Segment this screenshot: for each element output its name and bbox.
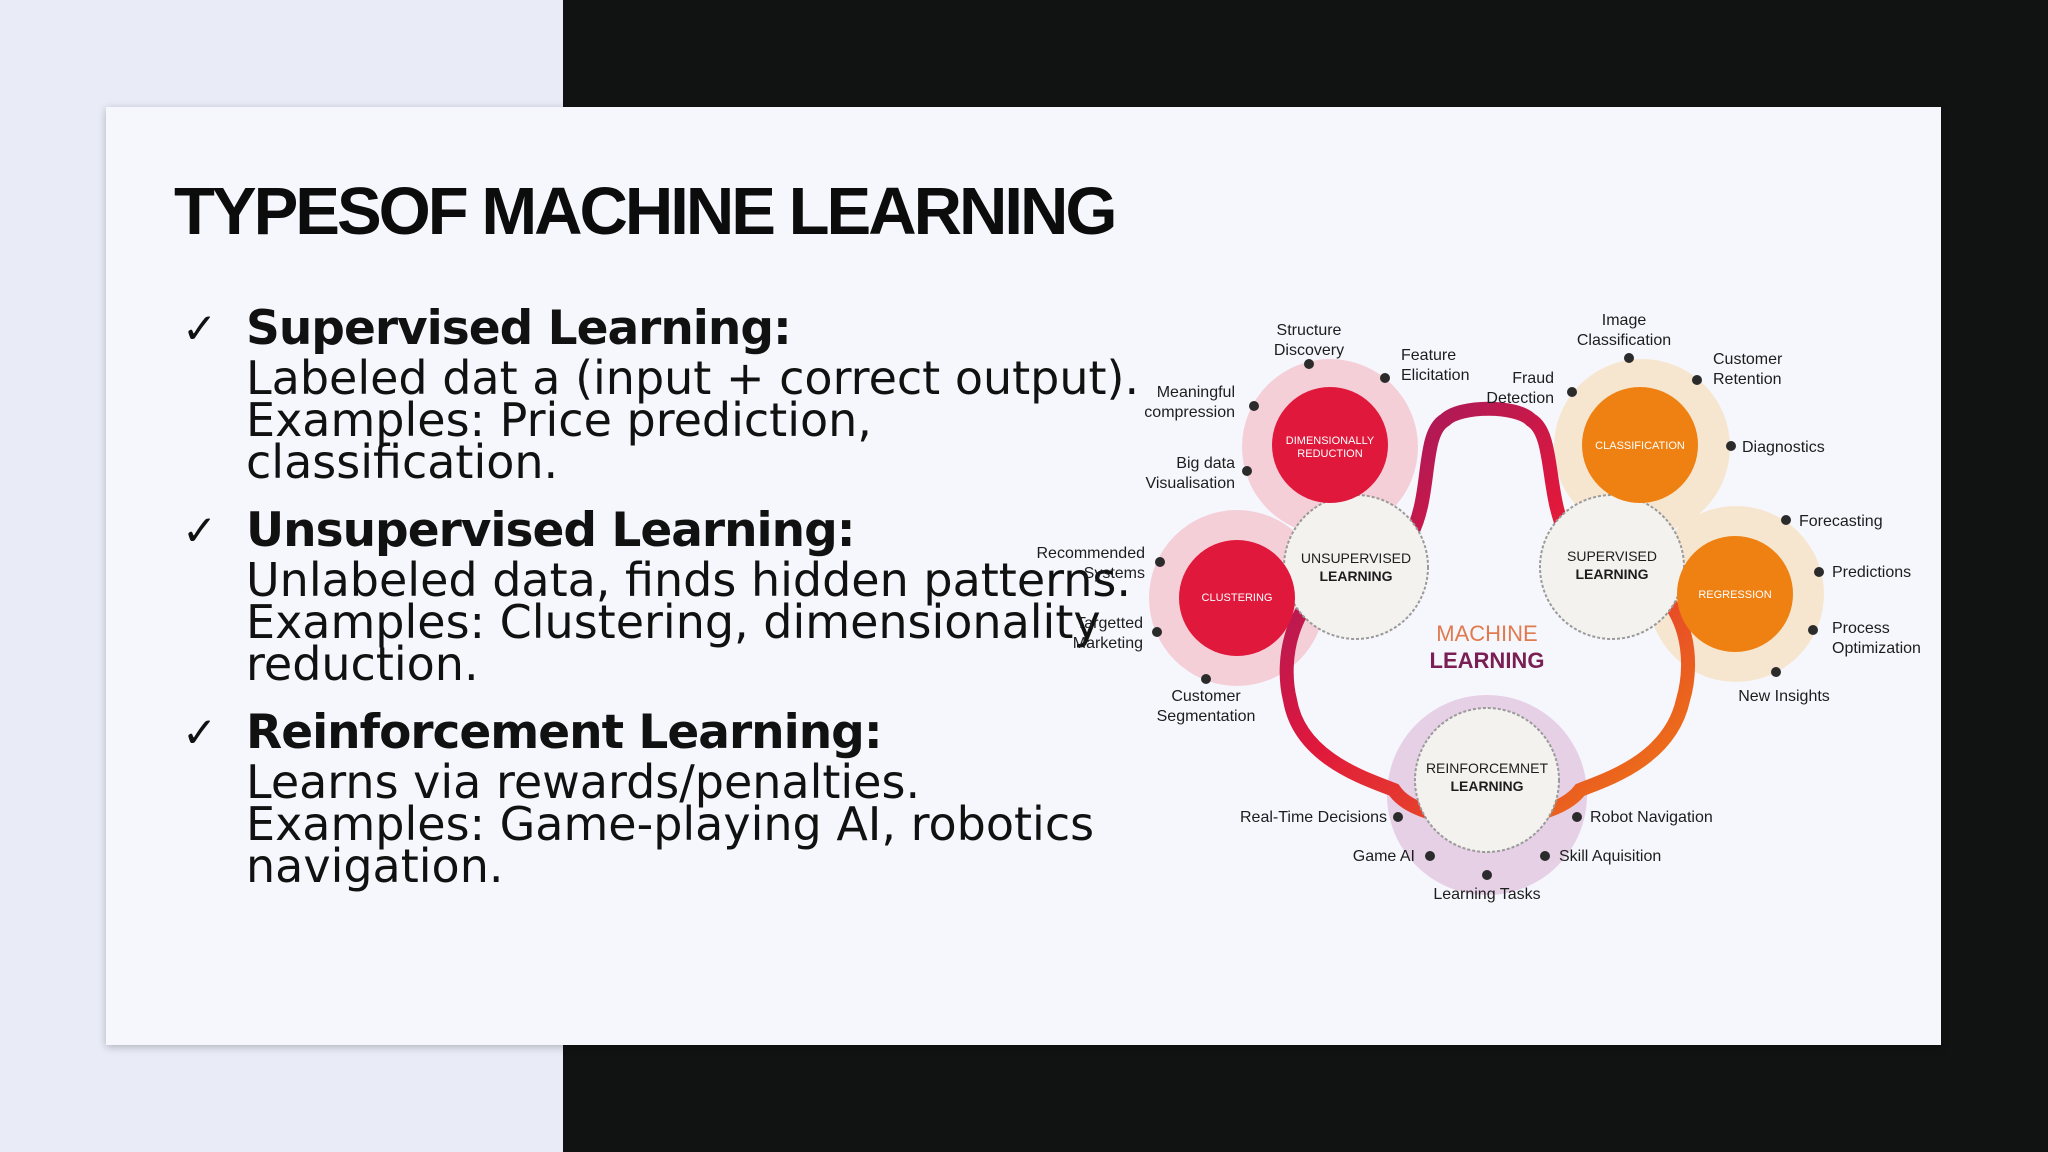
hub-label: LEARNING xyxy=(1575,566,1648,582)
bullet-list: ✓ Supervised Learning: Labeled dat a (in… xyxy=(182,301,1182,907)
node-label: DIMENSIONALLY xyxy=(1286,435,1375,447)
bullet-text: Unlabeled data, finds hidden patterns. E… xyxy=(246,553,1131,691)
node-label: REGRESSION xyxy=(1698,589,1771,601)
label-real-time-decisions: Real-Time Decisions xyxy=(1240,809,1387,826)
bullet-text: Learns via rewards/penalties. Examples: … xyxy=(246,755,1095,893)
label-big-data-visualisation: Visualisation xyxy=(1145,475,1235,492)
bullet-supervised: ✓ Supervised Learning: Labeled dat a (in… xyxy=(182,301,1182,489)
label-feature-elicitation: Feature xyxy=(1401,347,1456,364)
hub-label: LEARNING xyxy=(1450,778,1523,794)
label-customer-retention: Customer xyxy=(1713,351,1783,368)
label-feature-elicitation: Elicitation xyxy=(1401,367,1469,384)
checkmark-icon: ✓ xyxy=(182,304,218,353)
node-regression xyxy=(1677,536,1793,652)
label-image-classification: Image xyxy=(1602,312,1647,329)
label-recommended-systems: Recommended xyxy=(1037,545,1146,562)
label-image-classification: Classification xyxy=(1577,332,1671,349)
label-robot-navigation: Robot Navigation xyxy=(1590,809,1713,826)
label-process-optimization: Process xyxy=(1832,620,1890,637)
label-customer-segmentation: Segmentation xyxy=(1157,708,1256,725)
hub-reinforcement xyxy=(1414,707,1560,853)
flower-ring xyxy=(1279,401,1696,827)
bullet-heading: Supervised Learning: xyxy=(246,301,792,356)
bullet-heading: Unsupervised Learning: xyxy=(246,503,856,558)
checkmark-icon: ✓ xyxy=(182,708,218,757)
label-fraud-detection: Fraud xyxy=(1512,370,1554,387)
label-learning-tasks: Learning Tasks xyxy=(1433,886,1540,903)
center-title: MACHINE xyxy=(1436,621,1537,646)
label-customer-retention: Retention xyxy=(1713,371,1782,388)
bullet-heading: Reinforcement Learning: xyxy=(246,705,883,760)
label-diagnostics: Diagnostics xyxy=(1742,439,1825,456)
label-recommended-systems: Systems xyxy=(1084,565,1145,582)
hub-unsupervised xyxy=(1283,494,1429,640)
label-structure-discovery: Structure xyxy=(1277,322,1342,339)
bullet-reinforcement: ✓ Reinforcement Learning: Learns via rew… xyxy=(182,705,1182,893)
node-label: CLASSIFICATION xyxy=(1595,440,1685,452)
hub-label: LEARNING xyxy=(1319,568,1392,584)
label-customer-segmentation: Customer xyxy=(1171,688,1241,705)
label-meaningful-compression: Meaningful xyxy=(1157,384,1235,401)
bullet-text: Labeled dat a (input + correct output). … xyxy=(246,351,1140,489)
label-forecasting: Forecasting xyxy=(1799,513,1883,530)
hub-label: UNSUPERVISED xyxy=(1301,550,1411,566)
hub-label: SUPERVISED xyxy=(1567,548,1657,564)
label-meaningful-compression: compression xyxy=(1144,404,1235,421)
hub-label: REINFORCEMNET xyxy=(1426,760,1549,776)
label-process-optimization: Optimization xyxy=(1832,640,1921,657)
node-label: CLUSTERING xyxy=(1202,592,1273,604)
checkmark-icon: ✓ xyxy=(182,506,218,555)
machine-learning-diagram: DIMENSIONALLY REDUCTION CLUSTERING CLASS… xyxy=(1037,312,1921,903)
center-title: LEARNING xyxy=(1430,648,1545,673)
bullet-unsupervised: ✓ Unsupervised Learning: Unlabeled data,… xyxy=(182,503,1182,691)
slide-title: TYPESOF MACHINE LEARNING xyxy=(174,174,1117,249)
label-targetted-marketing: Marketing xyxy=(1073,635,1143,652)
label-fraud-detection: Detection xyxy=(1486,390,1554,407)
node-dimensionality xyxy=(1272,387,1388,503)
label-predictions: Predictions xyxy=(1832,564,1911,581)
label-structure-discovery: Discovery xyxy=(1274,342,1344,359)
label-skill-aquisition: Skill Aquisition xyxy=(1559,848,1661,865)
label-big-data-visualisation: Big data xyxy=(1176,455,1235,472)
label-new-insights: New Insights xyxy=(1738,688,1830,705)
node-classification xyxy=(1582,387,1698,503)
label-targetted-marketing: Targetted xyxy=(1076,615,1143,632)
node-clustering xyxy=(1179,540,1295,656)
node-label: REDUCTION xyxy=(1297,448,1362,460)
connector-dots xyxy=(1152,353,1824,880)
label-game-ai: Game AI xyxy=(1353,848,1415,865)
